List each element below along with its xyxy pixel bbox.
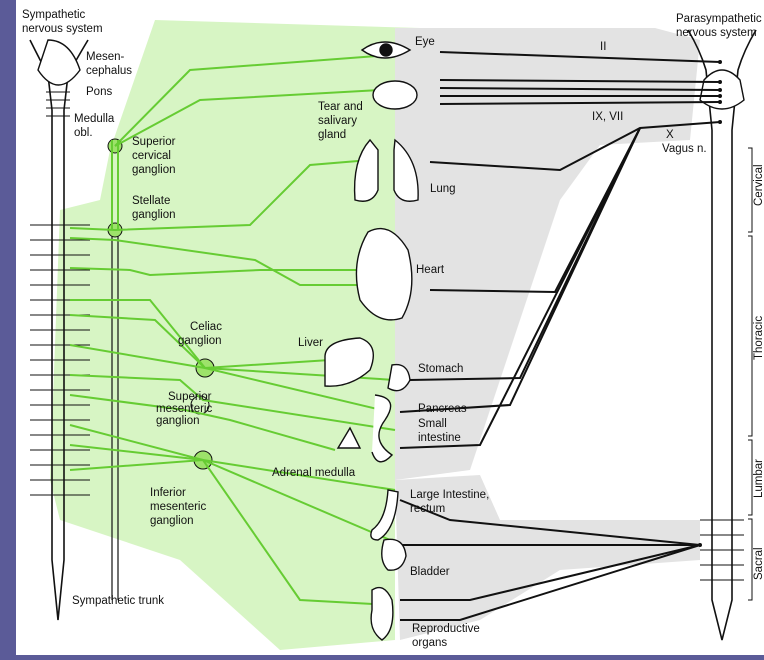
sympathetic-label-line1: Sympathetic bbox=[22, 9, 86, 21]
stellate-label-1: Stellate bbox=[132, 195, 170, 207]
sympathetic-region bbox=[50, 20, 420, 650]
medulla-label-2: obl. bbox=[74, 127, 93, 139]
parasympathetic-spinal-cord bbox=[687, 29, 757, 641]
celiac-label-1: Celiac bbox=[190, 321, 222, 333]
sympathetic-trunk-label: Sympathetic trunk bbox=[72, 595, 164, 607]
reproductive-shape bbox=[370, 586, 394, 641]
organ-liver-label: Liver bbox=[298, 337, 323, 349]
organ-adrenal-label: Adrenal medulla bbox=[272, 467, 356, 479]
region-sacral: Sacral bbox=[753, 547, 764, 580]
stellate-label-2: ganglion bbox=[132, 209, 175, 221]
celiac-label-2: ganglion bbox=[178, 335, 221, 347]
stomach-shape bbox=[387, 363, 411, 392]
region-brackets bbox=[748, 147, 753, 601]
gland-shape bbox=[372, 80, 418, 110]
organ-eye-label: Eye bbox=[415, 36, 435, 48]
parasympathetic-region-upper bbox=[395, 28, 700, 480]
organ-large-intestine-label-2: rectum bbox=[410, 503, 445, 515]
vagus-label: Vagus n. bbox=[662, 143, 707, 155]
lung-right-shape bbox=[393, 138, 419, 202]
bladder-shape bbox=[381, 538, 407, 571]
organ-gland-label-3: gland bbox=[318, 129, 346, 141]
pons-label: Pons bbox=[86, 86, 112, 98]
organ-reproductive-label-2: organs bbox=[412, 637, 447, 649]
adrenal-shape bbox=[336, 426, 362, 449]
organ-shapes bbox=[324, 41, 419, 641]
nerve-II-label: II bbox=[600, 41, 606, 53]
parasympathetic-label-line2: nervous system bbox=[676, 27, 757, 39]
lung-left-shape bbox=[353, 138, 379, 202]
mesencephalus-label-2: cephalus bbox=[86, 65, 132, 77]
organ-small-intestine-label-1: Small bbox=[418, 418, 447, 430]
parasympathetic-terminals bbox=[698, 60, 722, 547]
inferior-mesenteric-label-1: Inferior bbox=[150, 487, 186, 499]
organ-pancreas-label: Pancreas bbox=[418, 403, 467, 415]
superior-mesenteric-label-3: ganglion bbox=[156, 415, 199, 427]
region-lumbar: Lumbar bbox=[753, 459, 764, 498]
superior-cervical-label-3: ganglion bbox=[132, 164, 175, 176]
parasympathetic-label-line1: Parasympathetic bbox=[676, 13, 762, 25]
region-cervical: Cervical bbox=[753, 164, 764, 206]
superior-mesenteric-label-2: mesenteric bbox=[156, 403, 212, 415]
inferior-mesenteric-label-2: mesenteric bbox=[150, 501, 206, 513]
sympathetic-fibers bbox=[69, 54, 396, 606]
organ-large-intestine-label-1: Large Intestine, bbox=[410, 489, 489, 501]
medulla-label-1: Medulla bbox=[74, 113, 115, 125]
region-thoracic: Thoracic bbox=[753, 316, 764, 360]
superior-mesenteric-label-1: Superior bbox=[168, 391, 212, 403]
intestine-shape bbox=[371, 394, 394, 463]
inferior-mesenteric-label-3: ganglion bbox=[150, 515, 193, 527]
eye-pupil bbox=[379, 43, 393, 57]
organ-heart-label: Heart bbox=[416, 264, 445, 276]
mesencephalus-label-1: Mesen- bbox=[86, 51, 125, 63]
nerve-IX-VII-label: IX, VII bbox=[592, 111, 623, 123]
organ-gland-label-1: Tear and bbox=[318, 101, 363, 113]
large-intestine-shape bbox=[370, 489, 399, 541]
liver-shape bbox=[324, 337, 374, 387]
system-labels: Sympathetic nervous system Parasympathet… bbox=[22, 9, 764, 607]
organ-reproductive-label-1: Reproductive bbox=[412, 623, 480, 635]
superior-cervical-label-1: Superior bbox=[132, 136, 176, 148]
organ-labels: Eye Tear and salivary gland Lung Heart L… bbox=[272, 36, 489, 649]
organ-small-intestine-label-2: intestine bbox=[418, 432, 461, 444]
superior-cervical-label-2: cervical bbox=[132, 150, 171, 162]
parasympathetic-fibers bbox=[399, 51, 721, 621]
sympathetic-spinal-cord bbox=[29, 39, 90, 621]
organ-bladder-label: Bladder bbox=[410, 566, 450, 578]
organ-stomach-label: Stomach bbox=[418, 363, 463, 375]
organ-lung-label: Lung bbox=[430, 183, 456, 195]
sympathetic-label-line2: nervous system bbox=[22, 23, 103, 35]
organ-gland-label-2: salivary bbox=[318, 115, 357, 127]
heart-shape bbox=[355, 227, 413, 321]
nerve-X-label: X bbox=[666, 129, 674, 141]
